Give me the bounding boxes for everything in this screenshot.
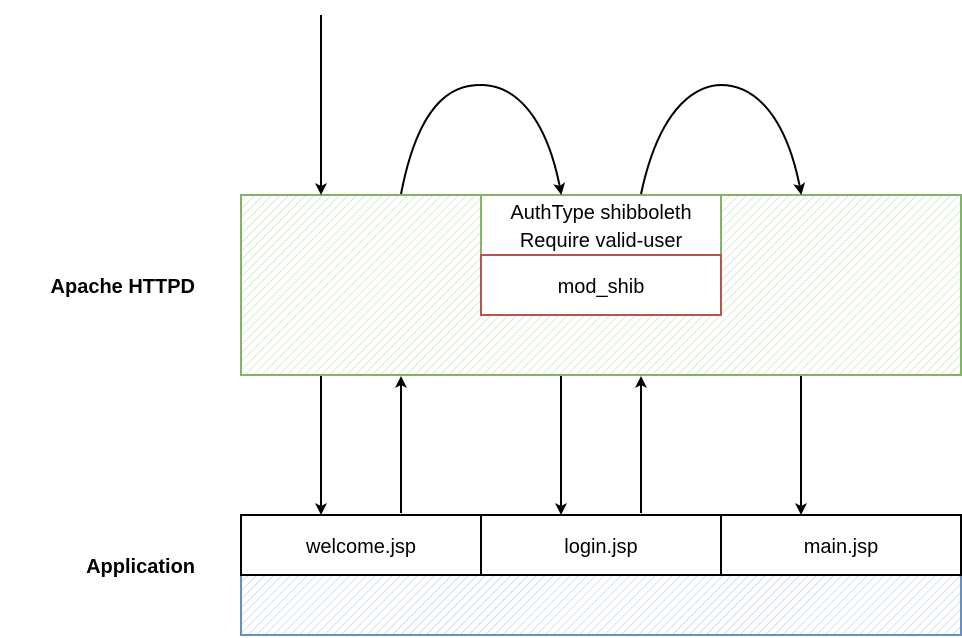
directive-require: Require valid-user bbox=[520, 230, 683, 252]
arrow-curve-to-auth bbox=[400, 83, 566, 195]
page-login-label: login.jsp bbox=[564, 536, 637, 558]
page-welcome-label: welcome.jsp bbox=[305, 536, 416, 558]
arrow-curve-to-main bbox=[640, 83, 806, 195]
application-label: Application bbox=[86, 556, 195, 578]
directive-authtype: AuthType shibboleth bbox=[510, 202, 691, 224]
page-main-label: main.jsp bbox=[804, 536, 878, 558]
apache-httpd-label: Apache HTTPD bbox=[51, 276, 195, 298]
arrows bbox=[315, 15, 807, 515]
page-login: login.jsp bbox=[480, 514, 722, 576]
page-main: main.jsp bbox=[720, 514, 962, 576]
page-welcome: welcome.jsp bbox=[240, 514, 482, 576]
auth-directive-box: AuthType shibboleth Require valid-user bbox=[480, 194, 722, 256]
mod-shib-box: mod_shib bbox=[480, 254, 722, 316]
mod-shib-label: mod_shib bbox=[558, 276, 645, 298]
